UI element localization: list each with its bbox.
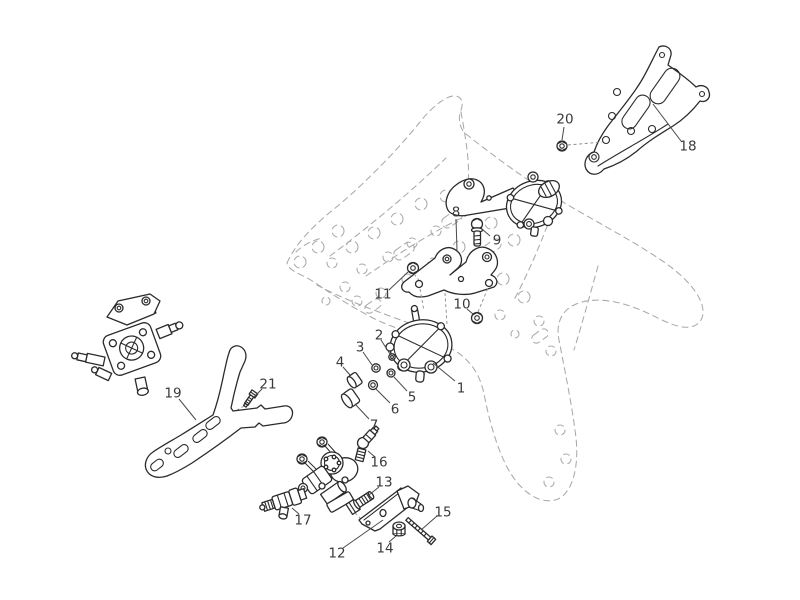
stud-15 [405, 516, 437, 546]
flange-nut-10 [470, 311, 484, 325]
nut-top-a [316, 436, 337, 456]
bracket-12 [358, 485, 425, 532]
nut-20 [556, 140, 603, 152]
callout-leader-4 [342, 366, 351, 376]
callout-leader-3 [362, 351, 373, 366]
washer-6 [367, 379, 379, 391]
bolt-9 [470, 217, 484, 247]
assembled-modulator-top [445, 171, 563, 237]
screw-21 [242, 389, 259, 408]
cap-7 [340, 388, 361, 409]
callout-leader-19 [178, 398, 197, 421]
callout-label-9: 9 [493, 233, 502, 249]
callout-leader-9 [481, 228, 491, 237]
frame-outline-dashed [286, 95, 704, 502]
callout-label-5: 5 [408, 390, 417, 406]
callout-label-20: 20 [556, 112, 573, 128]
callout-label-1: 1 [457, 381, 466, 397]
modulator-1 [385, 304, 453, 383]
callout-label-18: 18 [679, 139, 696, 155]
cap-4 [346, 371, 363, 389]
oring-2 [388, 353, 396, 361]
nut-14 [392, 521, 406, 537]
elbow-16 [354, 425, 380, 463]
callout-label-3: 3 [356, 340, 365, 356]
callout-leader-1 [432, 362, 456, 382]
callout-leader-20 [561, 126, 565, 141]
modulator-cap [538, 179, 560, 199]
callout-label-2: 2 [375, 328, 384, 344]
callout-leader-11 [388, 271, 409, 291]
valve-assembly-bottom [296, 436, 359, 513]
assembled-modulator-left [71, 293, 184, 396]
callout-leader-18 [652, 103, 682, 142]
callout-label-6: 6 [391, 402, 400, 418]
callout-label-17: 17 [294, 513, 311, 529]
callout-leader-6 [375, 388, 391, 404]
callout-label-13: 13 [375, 475, 392, 491]
callout-leader-21 [253, 388, 263, 398]
callout-label-14: 14 [376, 541, 393, 557]
callout-label-15: 15 [434, 505, 451, 521]
tee-17 [259, 487, 308, 520]
callout-label-8: 8 [452, 205, 461, 221]
bracket-19 [144, 345, 294, 478]
callout-leader-10 [466, 308, 474, 315]
valve-body [297, 451, 359, 513]
callout-label-19: 19 [164, 386, 181, 402]
callout-leader-15 [420, 515, 438, 531]
callout-label-10: 10 [453, 297, 470, 313]
callout-leader-7 [354, 403, 370, 420]
callout-leader-12 [342, 519, 384, 549]
callout-leader-16 [367, 450, 376, 458]
callout-leader-14 [388, 535, 397, 543]
oring-5 [386, 368, 396, 378]
callout-leader-8 [455, 218, 458, 251]
bracket-18 [584, 45, 711, 175]
bolt-13 [345, 491, 375, 516]
callout-label-21: 21 [259, 377, 276, 393]
callout-leader-13 [368, 486, 380, 496]
callout-leader-17 [291, 507, 300, 515]
callout-leader-2 [380, 339, 391, 355]
callout-leader-5 [393, 376, 408, 392]
callout-label-4: 4 [336, 355, 345, 371]
callout-label-7: 7 [370, 418, 379, 434]
callout-label-16: 16 [370, 455, 387, 471]
washer-3 [371, 363, 381, 373]
flange-nut-11 [406, 261, 420, 275]
callout-label-12: 12 [328, 546, 345, 562]
bracket-8 [401, 246, 499, 298]
callout-label-11: 11 [374, 287, 391, 303]
